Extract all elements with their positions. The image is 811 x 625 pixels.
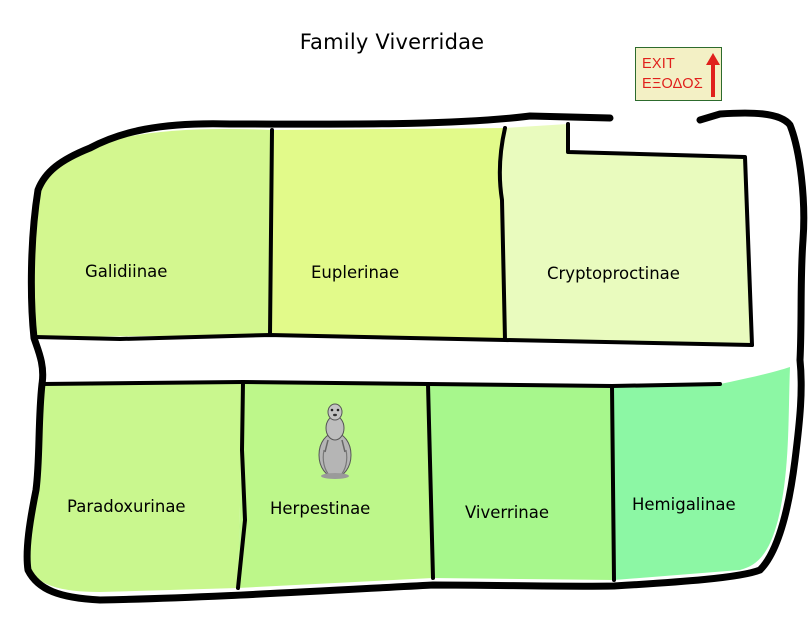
room-euplerinae[interactable] — [270, 128, 505, 340]
room-hemigalinae[interactable] — [612, 367, 790, 580]
interior-walls — [33, 122, 754, 590]
room-paradoxurinae[interactable] — [27, 382, 243, 592]
meerkat-icon — [318, 403, 352, 479]
exit-label-greek: ΕΞΟΔΟΣ — [642, 76, 703, 92]
page-title: Family Viverridae — [299, 30, 485, 54]
room-galidiinae[interactable] — [33, 128, 272, 337]
up-arrow-icon — [706, 53, 720, 97]
room-cryptoproctinae[interactable] — [500, 124, 752, 345]
room-herpestinae[interactable] — [238, 382, 433, 588]
exit-label-english: EXIT — [642, 56, 676, 72]
room-viverrinae[interactable] — [428, 384, 614, 580]
outer-wall — [23, 109, 808, 604]
exit-sign[interactable]: EXIT ΕΞΟΔΟΣ — [635, 47, 722, 101]
